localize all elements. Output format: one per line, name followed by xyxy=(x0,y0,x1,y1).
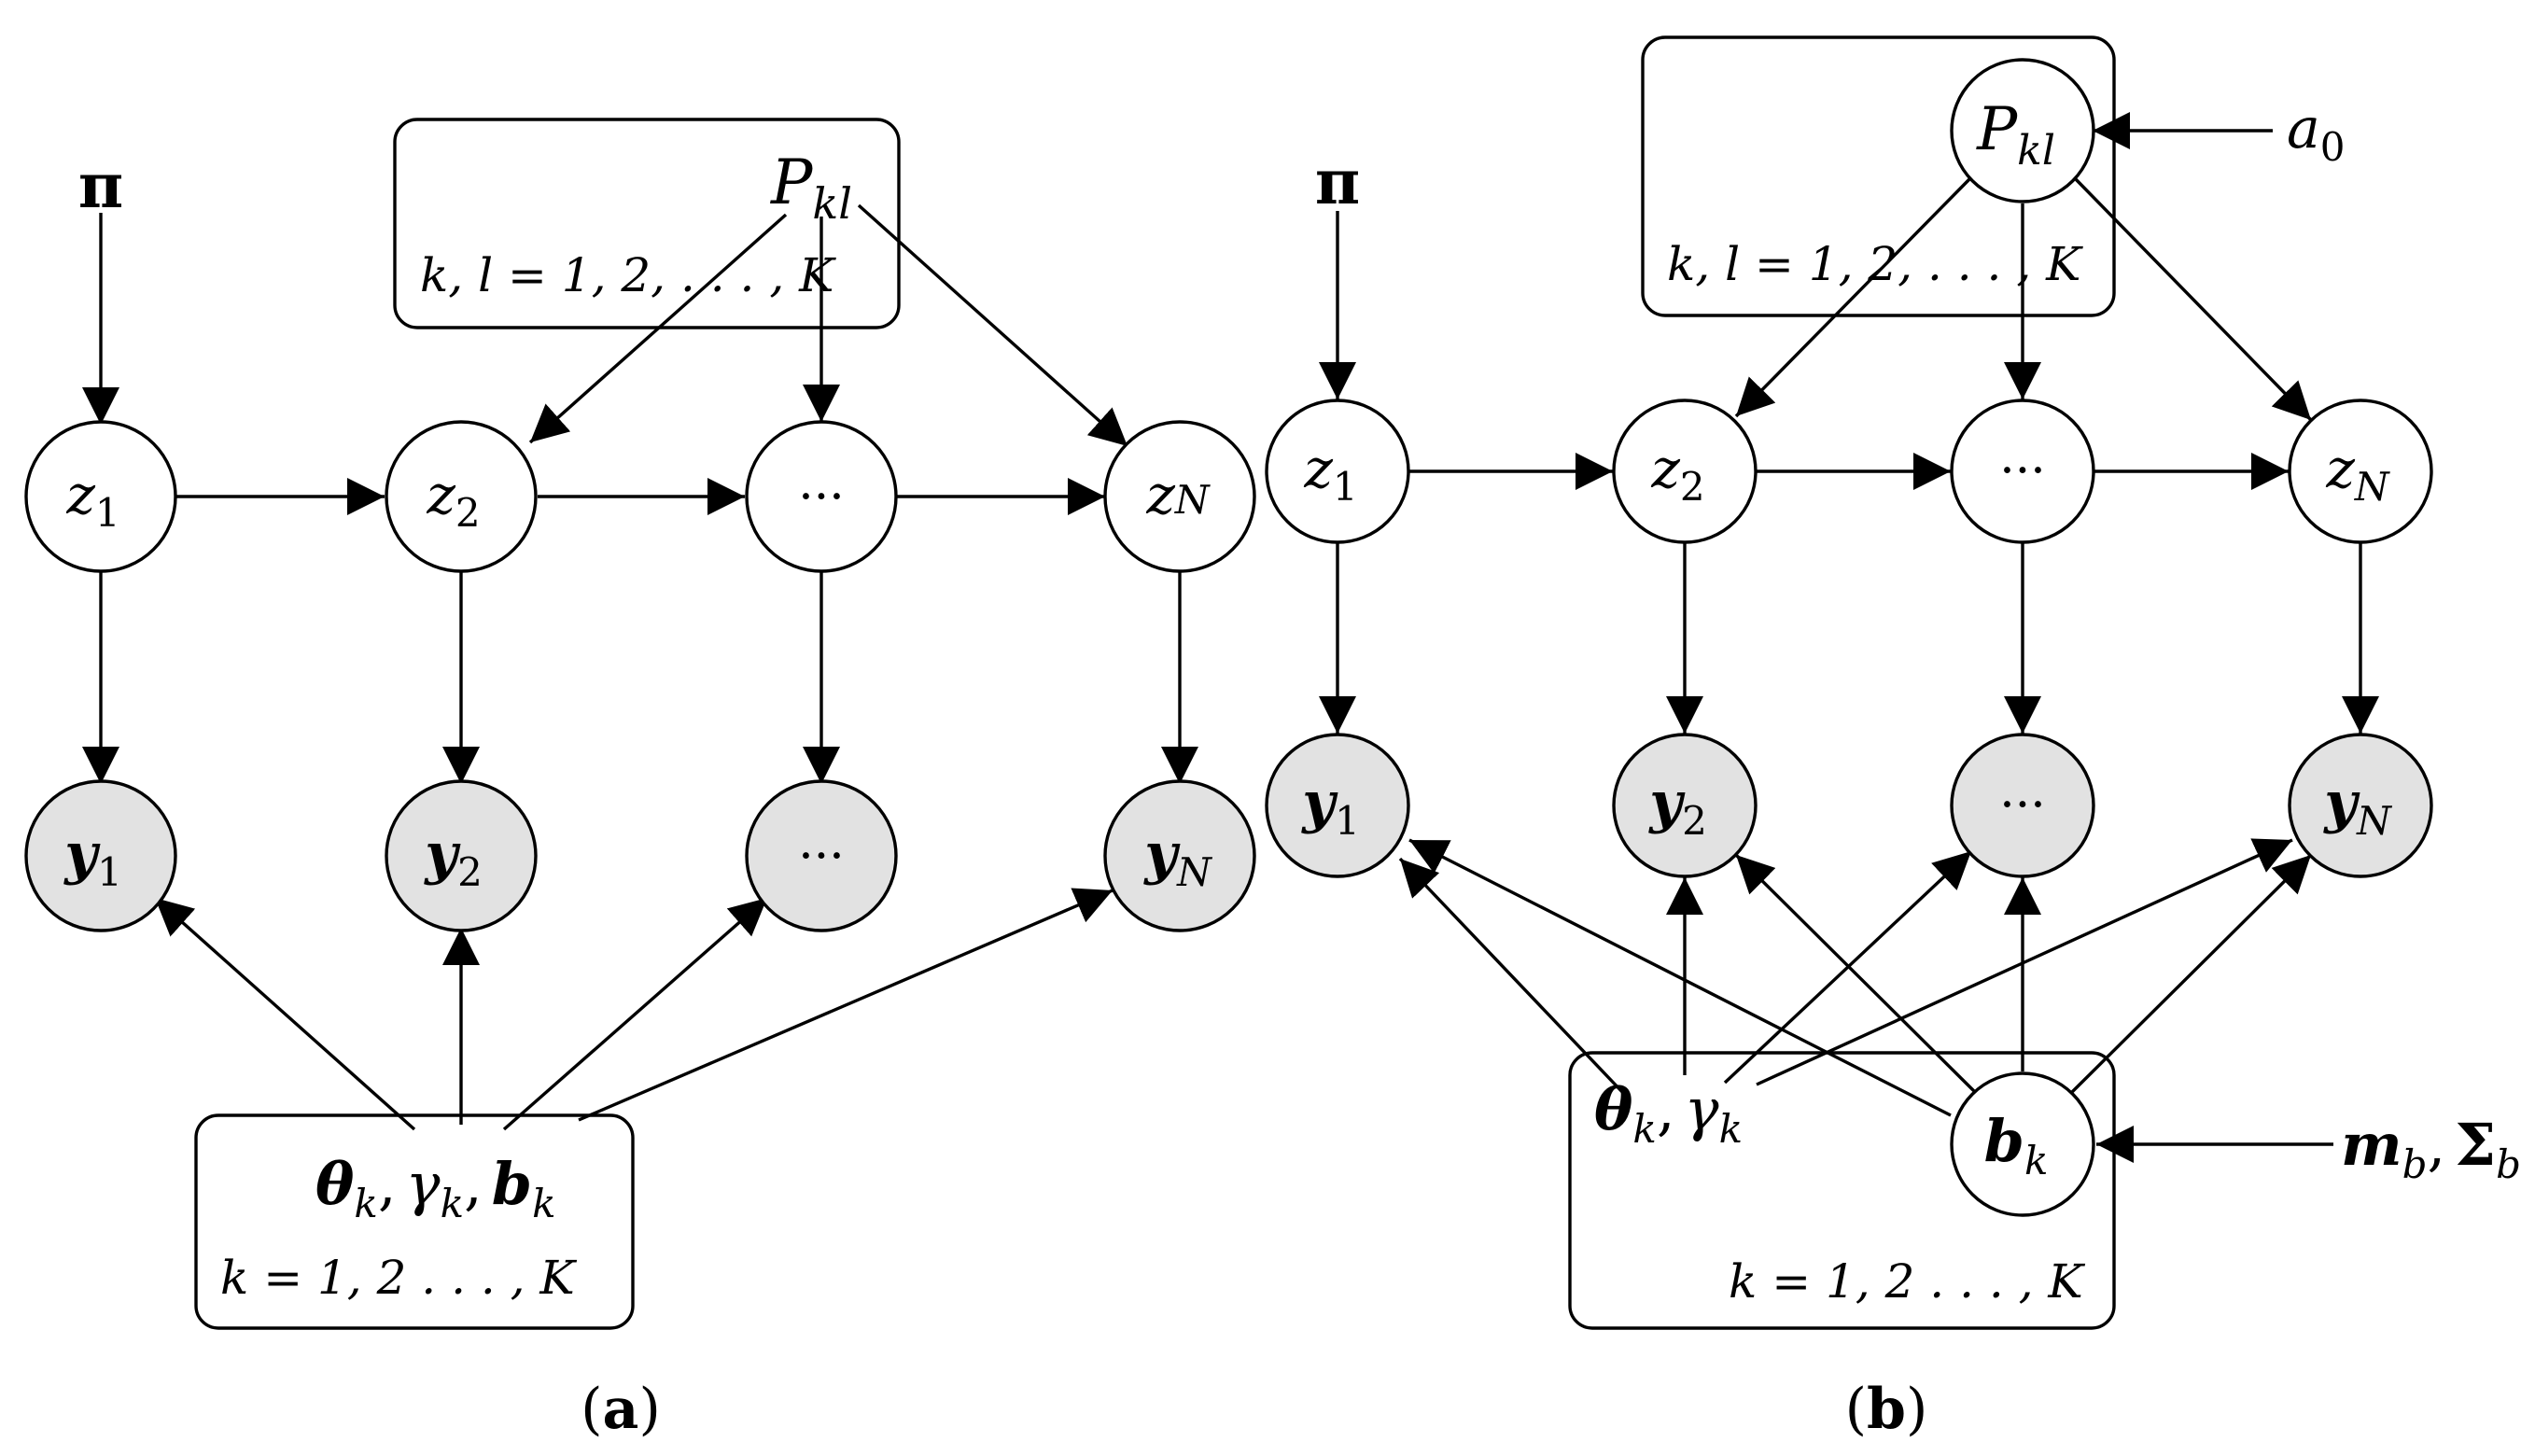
edge-params-yN xyxy=(578,888,1113,1122)
edge-bk-yN xyxy=(2068,853,2313,1096)
svg-text:yN: yN xyxy=(1142,821,1212,895)
transition-plate-a xyxy=(393,118,901,329)
edges-panel-b xyxy=(1319,112,2379,1163)
edge-Pkl-z2-b xyxy=(1734,175,1973,418)
svg-text:kz1: kz1 xyxy=(65,463,119,536)
plate-index-k-a: k = 1, 2 . . . , K xyxy=(220,1251,577,1305)
node-zdots-a: ··· xyxy=(745,420,898,573)
panel-b: Pkl z1 z2 ··· zN y1 y2 ··· xyxy=(1265,35,2521,1442)
node-yN-a: yN xyxy=(1103,779,1256,932)
svg-text:y1: y1 xyxy=(63,821,122,895)
node-zdots-b: ··· xyxy=(1950,399,2095,544)
panel-caption-b: (b) xyxy=(1845,1377,1928,1442)
svg-text:zN: zN xyxy=(2325,437,2390,510)
svg-text:bk: bk xyxy=(1984,1107,2049,1183)
hyperparam-a0: a0 xyxy=(2287,96,2346,170)
edge-theta-y1 xyxy=(1398,857,1626,1096)
node-z1-b: z1 xyxy=(1265,399,1410,544)
node-z2-b: z2 xyxy=(1612,399,1758,544)
node-zN-b: zN xyxy=(2288,399,2433,544)
svg-text:yN: yN xyxy=(2322,770,2392,844)
node-zN-a: zKN xyxy=(1103,420,1256,573)
panel-caption-a: (a) xyxy=(581,1377,661,1442)
transition-plate-b xyxy=(1641,35,2116,317)
hyperparam-mb-Sigmab: mb,Σb xyxy=(2341,1111,2521,1187)
hyperparam-pi-a: π xyxy=(78,149,123,222)
panel-a: kz1 z2 ··· zKN y1 y2 ··· yN xyxy=(24,118,1256,1442)
svg-text:Pkl: Pkl xyxy=(1976,95,2055,175)
svg-text:z1: z1 xyxy=(1303,437,1357,510)
edge-Pkl-zN-b xyxy=(2072,175,2313,422)
edge-params-ydots xyxy=(502,896,769,1131)
param-theta-gamma-b: θk,γk xyxy=(1594,1075,1743,1152)
node-bk-b: bk xyxy=(1950,1071,2095,1217)
node-y2-a: y2 xyxy=(385,779,538,932)
edge-Pkl-zN xyxy=(857,203,1129,448)
edge-Pkl-z2 xyxy=(528,213,788,444)
svg-text:···: ··· xyxy=(798,829,845,885)
node-yN-b: yN xyxy=(2288,733,2433,878)
node-ydots-b: ··· xyxy=(1950,733,2095,878)
param-Pkl-a: Pkl xyxy=(770,147,852,229)
svg-text:zKN: zKN xyxy=(1145,463,1211,526)
svg-text:···: ··· xyxy=(1999,777,2046,833)
node-y2-b: y2 xyxy=(1612,733,1758,878)
svg-text:z2: z2 xyxy=(426,463,480,536)
edge-bk-y2 xyxy=(1734,853,1979,1096)
node-Pkl-b: Pkl xyxy=(1950,58,2095,203)
edges-panel-a xyxy=(82,203,1198,1131)
plate-index-kl-b: k, l = 1, 2, . . . , K xyxy=(1667,237,2083,291)
emission-plate-b xyxy=(1568,1051,2116,1330)
node-ydots-a: ··· xyxy=(745,779,898,932)
edge-params-y1 xyxy=(153,896,416,1131)
node-z2-a: z2 xyxy=(385,420,538,573)
svg-text:y2: y2 xyxy=(423,821,483,895)
svg-text:y1: y1 xyxy=(1300,770,1360,844)
svg-text:z2: z2 xyxy=(1650,437,1704,510)
svg-text:y2: y2 xyxy=(1647,770,1707,844)
svg-text:···: ··· xyxy=(798,469,845,525)
edge-bk-y1 xyxy=(1408,838,1952,1117)
node-y1-a: y1 xyxy=(24,779,177,932)
plate-index-kl-a: k, l = 1, 2, . . . , K xyxy=(420,248,836,302)
edge-theta-yN xyxy=(1756,838,2293,1086)
plate-index-k-b: k = 1, 2 . . . , K xyxy=(1729,1254,2085,1309)
node-y1-b: y1 xyxy=(1265,733,1410,878)
hyperparam-pi-b: π xyxy=(1315,146,1360,218)
param-theta-gamma-b-a: θk,γk,bk xyxy=(315,1150,556,1226)
node-z1-a: kz1 xyxy=(24,420,177,573)
emission-plate-a xyxy=(194,1113,635,1330)
svg-text:···: ··· xyxy=(1999,443,2046,499)
